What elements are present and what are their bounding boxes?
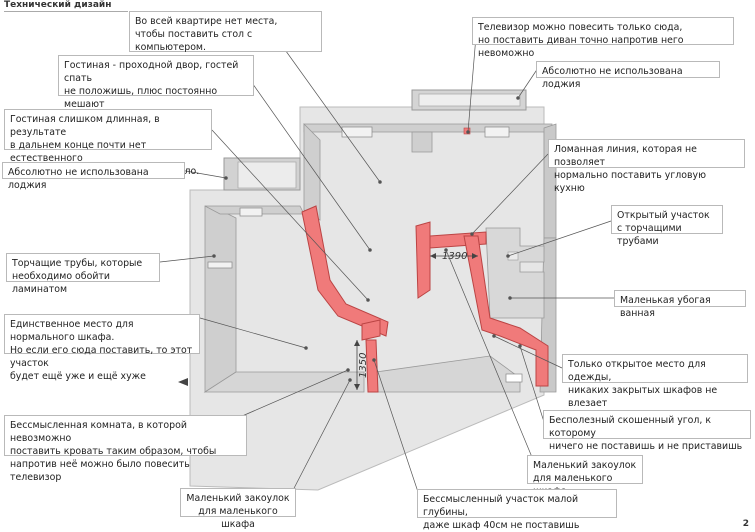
note-shallow-section: Бессмысленный участок малой глубины, даж… xyxy=(417,489,617,531)
floor-vent xyxy=(505,373,523,383)
dim-width-label: 1390 xyxy=(442,251,467,262)
red-partition-right xyxy=(463,235,549,387)
note-useless-corner: Бесполезный скошенный угол, к которому н… xyxy=(543,410,751,452)
note-broken-line: Ломанная линия, которая не позволяет нор… xyxy=(548,139,745,194)
window-top-1 xyxy=(341,126,373,138)
window-left-1 xyxy=(239,207,263,217)
note-pipes-laminate: Торчащие трубы, которые необходимо обойт… xyxy=(6,253,160,295)
red-wardrobe-corner xyxy=(361,319,381,341)
note-small-nook-left: Маленький закоулок для маленького шкафа xyxy=(180,488,296,530)
note-wardrobe-place: Единственное место для нормального шкафа… xyxy=(4,314,200,382)
loggia-left-inner xyxy=(237,161,297,189)
note-small-bathroom: Маленькая убогая ванная xyxy=(614,290,746,319)
note-no-space-desk: Во всей квартире нет места, чтобы постав… xyxy=(129,11,322,66)
dim-arrow-bottom xyxy=(354,384,360,390)
dim-height-label: 1350 xyxy=(358,353,369,378)
note-tv-only-here: Телевизор можно повесить только сюда, но… xyxy=(472,17,734,59)
bathroom-walls xyxy=(485,227,545,319)
floor-pipe-left xyxy=(178,378,188,386)
dim-arrow-right xyxy=(472,253,478,259)
note-loggia-top-right: Абсолютно не использована лоджия xyxy=(536,61,720,90)
red-partition-center xyxy=(415,221,431,299)
dim-arrow-left xyxy=(430,253,436,259)
wall-bottom xyxy=(203,371,365,393)
dim-arrow-top xyxy=(354,340,360,346)
note-open-clothes: Только открытое место для одежды, никаки… xyxy=(562,354,748,409)
wall-left-living xyxy=(303,123,321,221)
note-loggia-left: Абсолютно не использована лоджия xyxy=(2,162,185,191)
note-small-nook-right: Маленький закоулок для маленького шкафа xyxy=(527,455,643,497)
red-partition-nook xyxy=(365,339,379,393)
window-left-2 xyxy=(207,261,233,269)
window-top-2 xyxy=(484,126,510,138)
note-living-too-long: Гостиная слишком длинная, в результате в… xyxy=(4,109,212,177)
note-open-area-pipes: Открытый участок с торчащими трубами xyxy=(611,205,723,247)
wall-left-room xyxy=(204,205,237,393)
note-senseless-room: Бессмысленная комната, в которой невозмо… xyxy=(4,415,247,483)
note-living-passage: Гостиная - проходной двор, гостей спать … xyxy=(58,55,254,123)
page-number: 2 xyxy=(742,519,749,529)
partition-top xyxy=(411,131,433,153)
loggia-top-right-inner xyxy=(418,93,521,107)
page-title: Технический дизайн xyxy=(4,0,128,12)
